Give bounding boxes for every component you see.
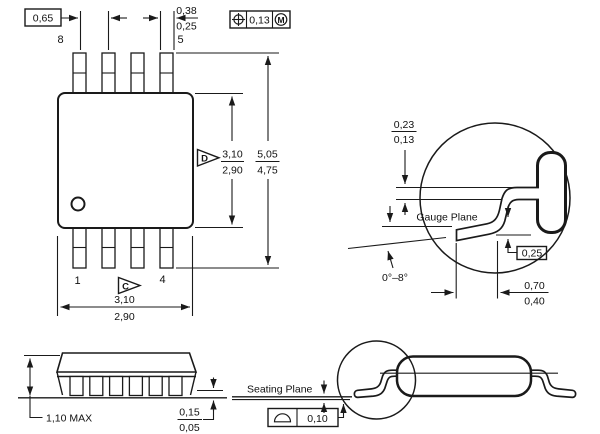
dim-body-length: D 3,10 2,90 — [195, 92, 244, 229]
side-view-leads — [69, 375, 183, 397]
dim-max-height: 1,10 MAX — [24, 354, 92, 425]
dim-lead-width: 0,38 0,25 — [143, 5, 198, 50]
body-width-max: 3,10 — [114, 294, 135, 306]
overall-width-min: 4,75 — [257, 165, 278, 177]
datum-c-flag: C — [117, 276, 143, 295]
pin-1-indicator — [70, 196, 86, 212]
end-view-left-lead — [353, 369, 404, 399]
datum-d-letter: D — [201, 154, 208, 165]
side-view: 1,10 MAX 0,15 0,05 — [18, 352, 227, 434]
lead-width-min: 0,25 — [176, 21, 197, 33]
pin-number-5: 5 — [177, 34, 183, 46]
lead-angle-value: 0°–8° — [382, 272, 408, 284]
seating-flatness-frame: 0,10 — [267, 404, 347, 428]
top-view: 8 5 1 4 — [57, 34, 194, 287]
standoff-max: 0,15 — [179, 407, 200, 419]
body-end-section — [536, 151, 567, 234]
lead-thickness-max: 0,23 — [394, 119, 415, 131]
datum-c-letter: C — [122, 282, 129, 293]
dim-gauge-offset: 0,25 — [496, 206, 548, 261]
dim-lead-thickness: 0,23 0,13 — [391, 119, 417, 215]
lead-detail-view: 0,23 0,13 Gauge Plane 0°–8° 0,25 — [347, 119, 571, 308]
body-length-max: 3,10 — [222, 149, 243, 161]
lead-thickness-min: 0,13 — [394, 134, 415, 146]
pin-number-4: 4 — [159, 274, 165, 286]
dim-foot-length: 0,70 0,40 — [431, 241, 549, 308]
pitch-value: 0,65 — [33, 13, 54, 25]
pin-number-8: 8 — [57, 34, 63, 46]
seating-plane-callout: Seating Plane 0,10 — [232, 380, 352, 428]
pin-number-1: 1 — [74, 275, 80, 287]
dim-standoff: 0,15 0,05 — [177, 377, 223, 434]
foot-length-min: 0,40 — [524, 296, 545, 308]
gauge-plane-label: Gauge Plane — [416, 212, 477, 224]
package-body — [57, 92, 194, 229]
body-width-min: 2,90 — [114, 311, 135, 323]
lead-detail-zoom-circle — [336, 340, 417, 420]
foot-length-max: 0,70 — [524, 280, 545, 292]
top-pins — [72, 52, 174, 96]
position-tolerance-value: 0,13 — [249, 15, 270, 27]
position-tolerance-frame: 0,13 M — [229, 10, 291, 29]
datum-d-flag: D — [196, 148, 221, 168]
detail-zoom-circle — [419, 122, 571, 274]
seating-flatness-value: 0,10 — [307, 413, 328, 425]
lead-width-max: 0,38 — [176, 5, 197, 17]
dim-lead-pitch: 0,65 — [24, 8, 127, 50]
seating-plane-label: Seating Plane — [247, 384, 313, 396]
gull-wing-lead-profile — [455, 186, 539, 242]
gauge-plane: Gauge Plane — [382, 206, 478, 228]
body-length-min: 2,90 — [222, 165, 243, 177]
seating-plane-symbol-icon — [273, 413, 292, 423]
dim-overall-width: 5,05 4,75 — [176, 52, 280, 269]
mmc-modifier-icon: M — [274, 13, 288, 26]
overall-width-max: 5,05 — [257, 149, 278, 161]
end-view — [336, 340, 577, 420]
end-view-body — [395, 355, 533, 398]
bottom-pins — [72, 225, 174, 269]
gauge-offset-value: 0,25 — [522, 248, 543, 260]
dim-lead-angle: 0°–8° — [347, 236, 447, 284]
max-height-value: 1,10 MAX — [46, 413, 92, 425]
dim-body-width: C 3,10 2,90 — [56, 236, 194, 323]
end-view-right-lead — [526, 369, 577, 399]
mmc-modifier-letter: M — [277, 15, 284, 25]
side-view-body-top — [55, 352, 198, 373]
position-symbol-icon — [232, 13, 245, 26]
standoff-min: 0,05 — [179, 422, 200, 434]
